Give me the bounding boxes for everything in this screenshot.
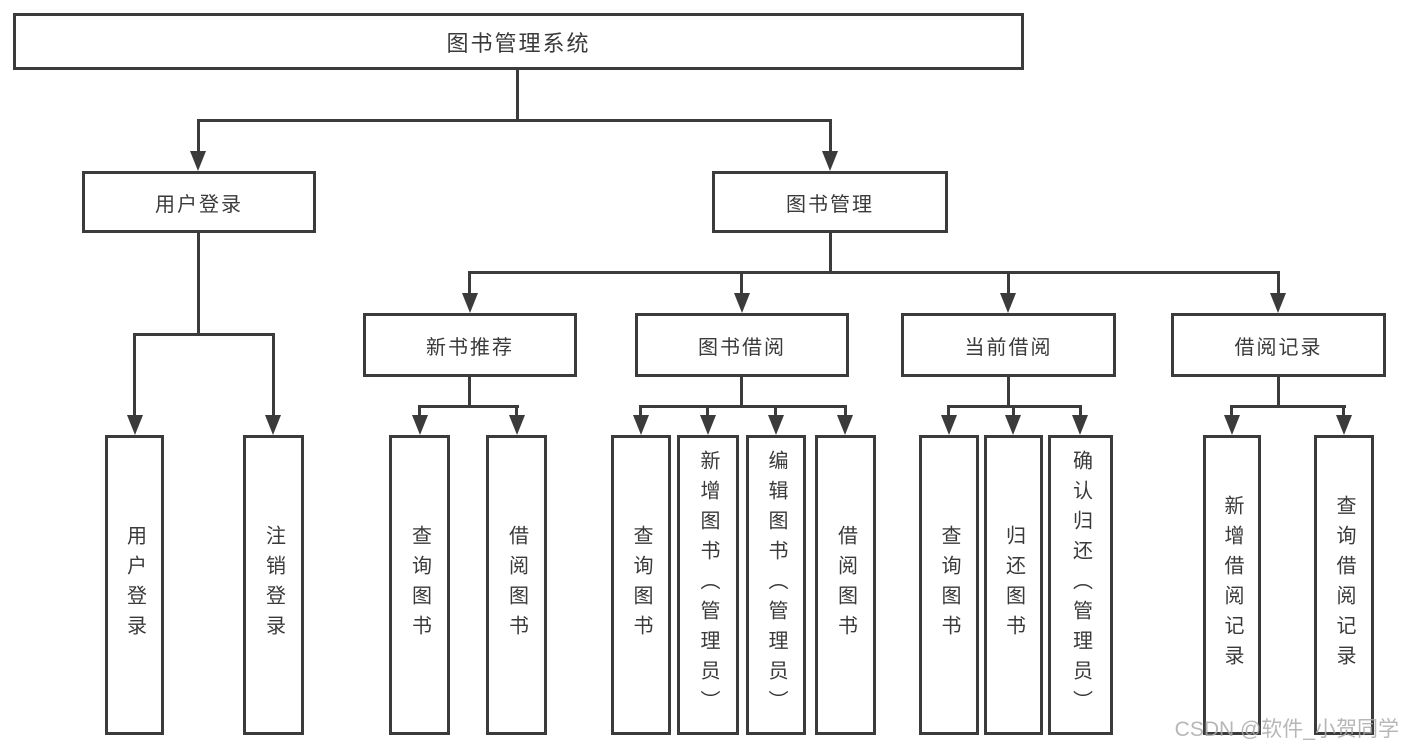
connector-line [1230, 405, 1233, 419]
node-label: 借阅记录 [1234, 336, 1323, 359]
node-leaf-query-book-recommend: 查询图书 [389, 435, 450, 735]
arrowhead-down-icon [1000, 293, 1016, 313]
connector-line [468, 271, 471, 295]
node-label: 用户登录 [123, 525, 146, 645]
arrowhead-down-icon [941, 415, 957, 435]
node-label: 当前借阅 [964, 336, 1053, 359]
node-book-borrow: 图书借阅 [635, 313, 849, 377]
node-label: 注销登录 [262, 525, 285, 645]
node-leaf-query-borrow-record: 查询借阅记录 [1314, 435, 1374, 735]
arrowhead-down-icon [190, 151, 206, 171]
connector-line [1007, 271, 1010, 295]
node-leaf-edit-book-admin: 编辑图书（管理员） [746, 435, 806, 735]
node-book-management-group: 图书管理 [712, 171, 948, 233]
arrowhead-down-icon [412, 415, 428, 435]
node-label: 图书借阅 [698, 336, 786, 359]
connector-line [829, 233, 832, 273]
node-leaf-user-login: 用户登录 [105, 435, 164, 735]
connector-line [844, 405, 847, 419]
connector-line [197, 119, 200, 153]
node-current-borrow: 当前借阅 [901, 313, 1116, 377]
node-label: 查询图书 [938, 525, 960, 645]
connector-line [639, 405, 642, 419]
node-leaf-add-book-admin: 新增图书（管理员） [677, 435, 739, 735]
connector-line [133, 333, 136, 417]
arrowhead-down-icon [265, 415, 281, 435]
node-leaf-borrow-book-recommend: 借阅图书 [486, 435, 547, 735]
connector-line [1012, 405, 1015, 419]
connector-line [1277, 377, 1280, 408]
node-label: 图书管理 [786, 193, 874, 216]
arrowhead-down-icon [509, 415, 525, 435]
arrowhead-down-icon [822, 151, 838, 171]
connector-line [639, 405, 847, 408]
connector-line [197, 233, 200, 336]
node-leaf-query-book-borrow: 查询图书 [611, 435, 671, 735]
node-label: 归还图书 [1002, 525, 1025, 645]
connector-line [515, 405, 518, 419]
connector-line [418, 405, 519, 408]
arrowhead-down-icon [768, 415, 784, 435]
node-user-login-group: 用户登录 [82, 171, 316, 233]
node-label: 确认归还（管理员） [1069, 450, 1092, 720]
arrowhead-down-icon [1005, 415, 1021, 435]
node-leaf-logout: 注销登录 [243, 435, 304, 735]
node-borrow-record: 借阅记录 [1171, 313, 1386, 377]
connector-line [468, 377, 471, 408]
node-leaf-return-book: 归还图书 [984, 435, 1043, 735]
connector-line [740, 271, 743, 295]
arrowhead-down-icon [1270, 293, 1286, 313]
node-label: 查询借阅记录 [1333, 495, 1355, 675]
connector-line [468, 271, 1280, 274]
arrowhead-down-icon [1224, 415, 1240, 435]
connector-line [706, 405, 709, 419]
arrowhead-down-icon [462, 293, 478, 313]
node-label: 图书管理系统 [446, 30, 591, 56]
connector-line [947, 405, 950, 419]
connector-line [516, 69, 519, 121]
node-label: 借阅图书 [505, 525, 528, 645]
connector-line [1277, 271, 1280, 295]
node-label: 用户登录 [155, 193, 243, 216]
connector-line [1007, 377, 1010, 408]
node-leaf-confirm-return-admin: 确认归还（管理员） [1048, 435, 1113, 735]
connector-line [133, 333, 275, 336]
connector-line [1230, 405, 1346, 408]
csdn-watermark: CSDN @软件_小贺同学 [1174, 718, 1399, 741]
node-root-library-system: 图书管理系统 [13, 13, 1024, 70]
node-label: 借阅图书 [834, 525, 857, 645]
node-leaf-add-borrow-record: 新增借阅记录 [1203, 435, 1261, 735]
connector-line [1079, 405, 1082, 419]
connector-line [197, 119, 832, 122]
arrowhead-down-icon [1336, 415, 1352, 435]
connector-line [272, 333, 275, 417]
node-leaf-query-book-current: 查询图书 [919, 435, 979, 735]
node-label: 编辑图书（管理员） [765, 450, 787, 720]
arrowhead-down-icon [633, 415, 649, 435]
arrowhead-down-icon [700, 415, 716, 435]
node-label: 查询图书 [630, 525, 652, 645]
connector-line [418, 405, 421, 419]
connector-line [774, 405, 777, 419]
node-label: 新书推荐 [426, 336, 514, 359]
arrowhead-down-icon [1072, 415, 1088, 435]
node-new-book-recommend: 新书推荐 [363, 313, 577, 377]
node-leaf-borrow-book-borrow: 借阅图书 [815, 435, 876, 735]
arrowhead-down-icon [837, 415, 853, 435]
node-label: 查询图书 [408, 525, 431, 645]
arrowhead-down-icon [734, 293, 750, 313]
node-label: 新增图书（管理员） [697, 450, 719, 720]
connector-line [829, 119, 832, 153]
arrowhead-down-icon [127, 415, 143, 435]
node-label: 新增借阅记录 [1221, 495, 1243, 675]
connector-line [1342, 405, 1345, 419]
connector-line [740, 377, 743, 408]
